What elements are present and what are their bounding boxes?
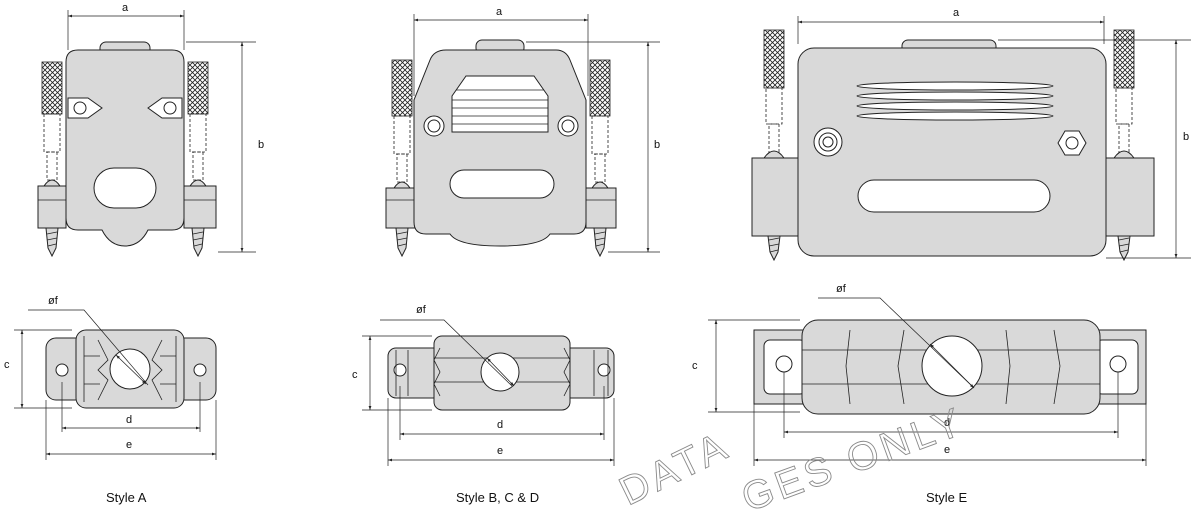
style-bcd-label-f: øf xyxy=(416,304,427,316)
caption-style-e: Style E xyxy=(926,490,968,505)
style-e-dimension-e: e xyxy=(753,404,1147,466)
style-bcd-dimension-a: a xyxy=(413,6,589,96)
style-bcd-label-b: b xyxy=(654,139,660,151)
style-bcd-label-e: e xyxy=(497,445,503,457)
style-a-label-c: c xyxy=(4,359,10,371)
style-bcd-dimension-e: e xyxy=(387,398,615,466)
style-a-hood xyxy=(65,49,185,247)
style-a-jackscrew-right xyxy=(183,61,217,258)
style-e-dimension-f: øf xyxy=(818,283,975,389)
style-a-side-view: øf c d e Style A xyxy=(4,295,217,505)
style-a-label-d: d xyxy=(126,414,132,426)
style-bcd-label-a: a xyxy=(496,6,503,18)
style-bcd-dimension-c: c xyxy=(352,335,432,411)
caption-style-a: Style A xyxy=(106,490,147,505)
caption-style-bcd: Style B, C & D xyxy=(456,490,539,505)
style-a-front-view: a b xyxy=(37,2,264,258)
style-bcd-jackscrew-right xyxy=(585,59,617,258)
style-e-dimension-b: b xyxy=(998,39,1191,259)
style-bcd-label-d: d xyxy=(497,419,503,431)
style-bcd-label-c: c xyxy=(352,369,358,381)
style-e-label-f: øf xyxy=(836,283,847,295)
style-e-label-a: a xyxy=(953,7,960,19)
style-e-hood xyxy=(797,47,1107,257)
style-e-label-e: e xyxy=(944,444,950,456)
style-a-label-f: øf xyxy=(48,295,59,307)
style-e-dimension-d: d xyxy=(783,372,1119,438)
style-a-label-a: a xyxy=(122,2,129,14)
style-e-jackscrew-right xyxy=(1103,29,1155,262)
watermark-line-1: DATA xyxy=(613,423,737,512)
style-e-label-c: c xyxy=(692,360,698,372)
style-e-side-view: øf c d e Style E xyxy=(692,283,1147,505)
style-bcd-front-view: a b xyxy=(385,6,660,258)
style-bcd-dimension-b: b xyxy=(526,41,660,253)
style-e-front-view: a b xyxy=(751,7,1191,262)
style-a-dimension-e: e xyxy=(45,400,217,460)
style-a-dimension-b: b xyxy=(186,41,264,253)
watermark: DATA GES ONLY xyxy=(612,399,971,512)
style-bcd-side-view: øf c d e Style B, C & D xyxy=(352,304,615,505)
style-a-label-e: e xyxy=(126,439,132,451)
style-bcd-dimension-f: øf xyxy=(380,304,515,387)
style-e-dimension-a: a xyxy=(797,7,1105,44)
style-a-dimension-d: d xyxy=(61,382,201,432)
style-bcd-jackscrew-left xyxy=(385,59,417,258)
style-e-jackscrew-left xyxy=(751,29,801,262)
style-a-label-b: b xyxy=(258,139,264,151)
style-a-dimension-f: øf xyxy=(28,295,149,386)
style-e-label-b: b xyxy=(1183,131,1189,143)
style-e-label-d: d xyxy=(944,417,950,429)
style-bcd-dimension-d: d xyxy=(399,386,605,440)
style-a-jackscrew-left xyxy=(37,61,67,258)
style-a-dimension-a: a xyxy=(67,2,185,50)
